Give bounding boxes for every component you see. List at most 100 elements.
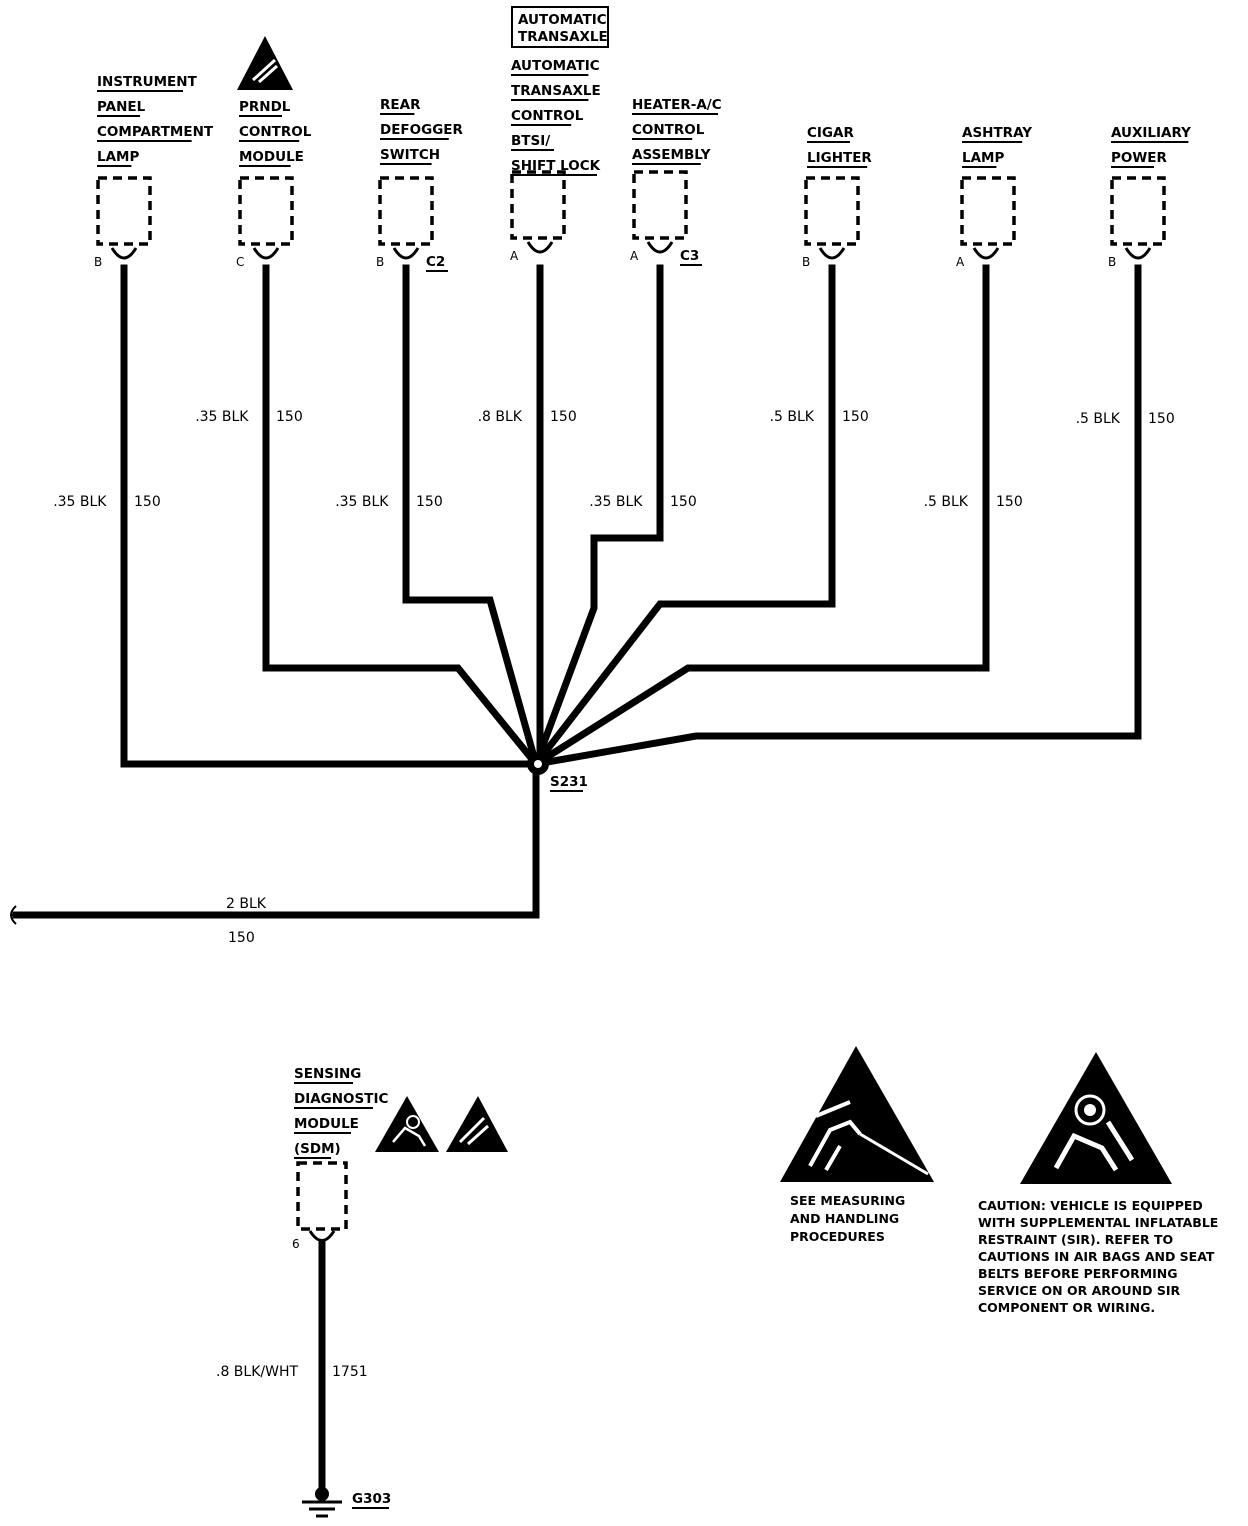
sir-note-line-4: CAUTIONS IN AIR BAGS AND SEAT	[978, 1249, 1215, 1264]
prndl-control-module-label-line-2: CONTROL	[239, 124, 312, 140]
heater-ac-control-assembly-connector-id: C3	[680, 248, 699, 264]
prndl-control-module-pin: C	[236, 255, 244, 269]
instrument-panel-compartment-lamp-wire-gauge: .35 BLK	[53, 494, 107, 510]
sir-note-line-1: CAUTION: VEHICLE IS EQUIPPED	[978, 1198, 1203, 1213]
esd-note-line-3: PROCEDURES	[790, 1229, 885, 1244]
rear-defogger-switch-pin-cup	[392, 247, 420, 260]
auxiliary-power-label-line-1: AUXILIARY	[1111, 125, 1191, 141]
automatic-transaxle-control-label-line-5: SHIFT LOCK	[511, 158, 601, 174]
sdm-component: SENSING DIAGNOSTIC MODULE (SDM) 6 .8 BLK…	[216, 1066, 508, 1518]
prndl-control-module-wire-circuit: 150	[276, 409, 303, 425]
automatic-transaxle-control-pin-cup	[526, 241, 554, 254]
heater-ac-control-assembly-label-line-3: ASSEMBLY	[632, 147, 711, 163]
ashtray-lamp-label-line-2: LAMP	[962, 150, 1004, 166]
automatic-transaxle-control-pin: A	[510, 249, 519, 263]
esd-large-icon	[780, 1046, 934, 1182]
wire-trunk	[12, 760, 540, 919]
heater-ac-control-assembly-pin-cup	[646, 241, 674, 254]
sdm-label-line-2: DIAGNOSTIC	[294, 1091, 388, 1107]
esd-small-icon-sdm	[446, 1096, 508, 1152]
instrument-panel-compartment-lamp-label-line-4: LAMP	[97, 149, 139, 165]
cigar-lighter-pin: B	[802, 255, 810, 269]
rear-defogger-switch-connector-outline	[378, 176, 434, 246]
ashtray-lamp-pin: A	[956, 255, 965, 269]
auxiliary-power-connector-outline	[1110, 176, 1166, 246]
components-layer: INSTRUMENT PANEL COMPARTMENT LAMP B .35 BLK 15…	[53, 58, 1191, 510]
prndl-control-module-wire-gauge: .35 BLK	[195, 409, 249, 425]
wire-cigar-lighter	[531, 264, 836, 769]
auxiliary-power-wire-circuit: 150	[1148, 411, 1175, 427]
rear-defogger-switch-label-line-1: REAR	[380, 97, 421, 113]
sdm-label-line-4: (SDM)	[294, 1141, 341, 1157]
heater-ac-control-assembly-label-line-2: CONTROL	[632, 122, 705, 138]
instrument-panel-compartment-lamp-label-line-1: INSTRUMENT	[97, 74, 198, 90]
ashtray-lamp-wire-gauge: .5 BLK	[924, 494, 969, 510]
auxiliary-power-label-line-2: POWER	[1111, 150, 1167, 166]
transaxle-box-line-1: AUTOMATIC	[518, 12, 607, 28]
ashtray-lamp-pin-cup	[972, 247, 1000, 260]
prndl-control-module-label-line-3: MODULE	[239, 149, 304, 165]
instrument-panel-compartment-lamp-connector-outline	[96, 176, 152, 246]
ground-point	[315, 1487, 329, 1501]
automatic-transaxle-control-label-line-1: AUTOMATIC	[511, 58, 600, 74]
instrument-panel-compartment-lamp-label-line-3: COMPARTMENT	[97, 124, 214, 140]
ashtray-lamp-wire-circuit: 150	[996, 494, 1023, 510]
instrument-panel-compartment-lamp-label-line-2: PANEL	[97, 99, 146, 115]
sir-note-line-5: BELTS BEFORE PERFORMING	[978, 1266, 1178, 1281]
cigar-lighter-pin-cup	[818, 247, 846, 260]
wire-ashtray-lamp	[531, 264, 990, 769]
automatic-transaxle-control-wire-circuit: 150	[550, 409, 577, 425]
automatic-transaxle-control-connector-outline	[510, 170, 566, 240]
splice-label: S231	[550, 774, 588, 790]
trunk-gauge: 2 BLK	[226, 896, 267, 912]
sir-legend: CAUTION: VEHICLE IS EQUIPPED WITH SUPPLE…	[978, 1052, 1218, 1315]
sir-note-line-3: RESTRAINT (SIR). REFER TO	[978, 1232, 1173, 1247]
wire-instrument-panel-lamp	[120, 264, 540, 768]
ashtray-lamp-label-line-1: ASHTRAY	[962, 125, 1032, 141]
instrument-panel-compartment-lamp-pin-cup	[110, 247, 138, 260]
sir-small-icon	[375, 1096, 439, 1152]
rear-defogger-switch-wire-gauge: .35 BLK	[335, 494, 389, 510]
transaxle-box-line-2: TRANSAXLE	[518, 29, 608, 45]
heater-ac-control-assembly-label-line-1: HEATER-A/C	[632, 97, 722, 113]
wire-heater-ac	[531, 264, 664, 769]
esd-note-line-1: SEE MEASURING	[790, 1193, 905, 1208]
prndl-control-module-connector-outline	[238, 176, 294, 246]
esd-note-line-2: AND HANDLING	[790, 1211, 899, 1226]
sdm-pin-cup	[308, 1230, 336, 1242]
automatic-transaxle-control-label-line-2: TRANSAXLE	[511, 83, 601, 99]
sir-note-line-6: SERVICE ON OR AROUND SIR	[978, 1283, 1181, 1298]
sdm-label-line-1: SENSING	[294, 1066, 361, 1082]
esd-legend: SEE MEASURING AND HANDLING PROCEDURES	[780, 1046, 934, 1244]
rear-defogger-switch-label-line-2: DEFOGGER	[380, 122, 464, 138]
automatic-transaxle-control-label-line-4: BTSI/	[511, 133, 550, 149]
rear-defogger-switch-label-line-3: SWITCH	[380, 147, 440, 163]
sdm-label-line-3: MODULE	[294, 1116, 359, 1132]
heater-ac-control-assembly-wire-circuit: 150	[670, 494, 697, 510]
auxiliary-power-pin-cup	[1124, 247, 1152, 260]
prndl-control-module-label-line-1: PRNDL	[239, 99, 291, 115]
rear-defogger-switch-pin: B	[376, 255, 384, 269]
automatic-transaxle-control-wire-gauge: .8 BLK	[478, 409, 523, 425]
ashtray-lamp-connector-outline	[960, 176, 1016, 246]
auxiliary-power-pin: B	[1108, 255, 1116, 269]
transaxle-box	[511, 6, 609, 48]
wire-prndl	[262, 264, 541, 769]
automatic-transaxle-control-label-line-3: CONTROL	[511, 108, 584, 124]
ground-wires	[12, 264, 1142, 919]
sir-note-line-2: WITH SUPPLEMENTAL INFLATABLE	[978, 1215, 1218, 1230]
sir-note-line-7: COMPONENT OR WIRING.	[978, 1300, 1155, 1315]
sir-large-icon	[1020, 1052, 1172, 1184]
sdm-pin: 6	[292, 1237, 300, 1251]
wire-rear-defogger	[402, 264, 541, 769]
auxiliary-power-wire-gauge: .5 BLK	[1076, 411, 1121, 427]
prndl-control-module-pin-cup	[252, 247, 280, 260]
cigar-lighter-wire-gauge: .5 BLK	[770, 409, 815, 425]
instrument-panel-compartment-lamp-wire-circuit: 150	[134, 494, 161, 510]
instrument-panel-compartment-lamp-pin: B	[94, 255, 102, 269]
sdm-wire-circuit: 1751	[332, 1364, 368, 1380]
trunk-continuation-arrow	[10, 905, 17, 925]
rear-defogger-switch-connector-id: C2	[426, 254, 445, 270]
ground-label: G303	[352, 1491, 391, 1507]
